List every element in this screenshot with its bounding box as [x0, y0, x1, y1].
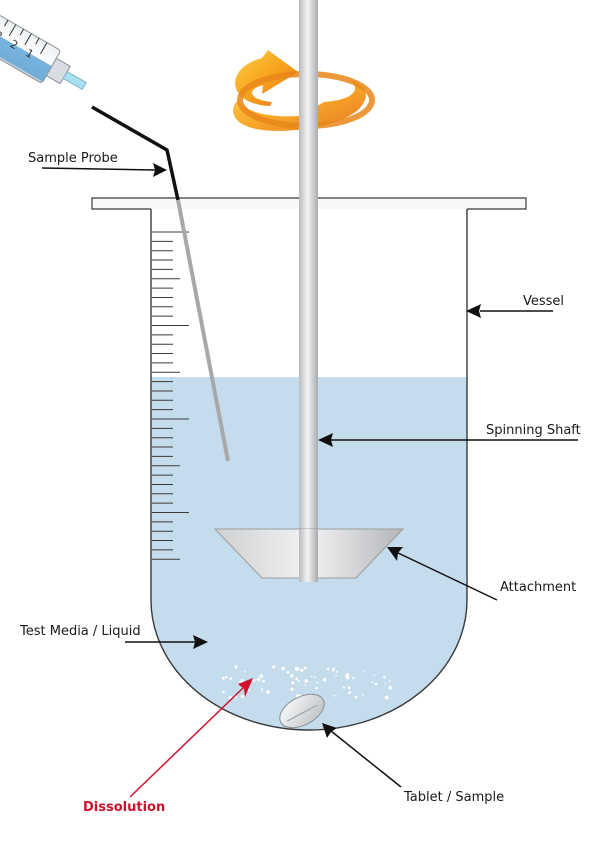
particle — [373, 674, 376, 676]
particle — [234, 696, 237, 699]
particle — [261, 690, 264, 693]
particle — [224, 675, 228, 679]
label-vessel: Vessel — [523, 294, 564, 309]
particle — [240, 695, 244, 699]
particle — [261, 687, 263, 690]
vessel-arrowhead — [466, 304, 481, 318]
label-test-media: Test Media / Liquid — [19, 624, 141, 639]
particle — [229, 677, 233, 680]
probe-tube — [91, 105, 180, 201]
particle — [354, 695, 358, 699]
particle — [326, 667, 330, 671]
particle — [257, 677, 261, 681]
particle — [342, 686, 345, 689]
sample-probe — [91, 105, 230, 462]
particle — [297, 679, 300, 682]
particle — [371, 680, 374, 684]
particle — [333, 694, 336, 697]
particle — [362, 670, 364, 673]
probe-tube-inside — [176, 199, 230, 462]
particle — [221, 676, 225, 680]
particle — [322, 678, 327, 682]
label-sample-probe: Sample Probe — [28, 151, 118, 166]
label-tablet: Tablet / Sample — [403, 790, 504, 805]
particle — [281, 666, 285, 671]
particle — [314, 676, 316, 679]
particle — [345, 675, 350, 680]
test-media-arrowhead — [193, 635, 208, 649]
particle — [222, 690, 225, 693]
spinning-shaft — [299, 0, 318, 582]
particle — [388, 680, 391, 683]
particle — [374, 682, 378, 686]
label-dissolution: Dissolution — [83, 800, 165, 815]
particle — [259, 674, 263, 678]
particle — [384, 695, 389, 700]
syringe-mark-3: 3 — [0, 28, 5, 43]
particle — [234, 665, 238, 669]
spinning-shaft-arrowhead — [318, 433, 333, 447]
particle — [332, 667, 336, 670]
label-spinning-shaft: Spinning Shaft — [486, 423, 581, 438]
dissolution-arrowhead — [238, 678, 253, 697]
tablet-arrowhead — [322, 723, 337, 738]
particle — [294, 666, 299, 671]
sample-probe-leader — [41, 167, 156, 171]
leader-arrows — [41, 167, 578, 798]
dissolution-leader — [129, 687, 244, 798]
sample-probe-arrowhead — [153, 163, 167, 177]
tablet-leader — [330, 730, 402, 788]
particle — [299, 668, 304, 673]
particle — [291, 681, 295, 685]
particle — [303, 667, 307, 670]
graduation-scale — [152, 231, 189, 560]
particle — [347, 686, 351, 690]
particle — [316, 681, 319, 684]
particle — [295, 677, 299, 681]
particle — [235, 667, 238, 670]
particle — [332, 669, 334, 672]
label-attachment: Attachment — [500, 580, 576, 595]
particle — [384, 682, 386, 685]
particle — [290, 687, 294, 691]
tablet-icon — [279, 693, 325, 729]
particle — [383, 675, 386, 679]
particle — [336, 670, 339, 673]
particle — [290, 673, 294, 678]
syringe-icon: 3 2 1 — [0, 11, 87, 91]
particle — [272, 665, 276, 669]
particle — [304, 684, 307, 686]
particle — [335, 674, 338, 677]
vessel-body — [150, 209, 468, 731]
particle — [252, 678, 256, 682]
particle — [304, 679, 309, 683]
particle — [315, 686, 318, 690]
particle — [310, 675, 313, 678]
particle — [244, 670, 246, 673]
particle — [362, 693, 365, 696]
particle — [348, 691, 351, 694]
particle — [266, 690, 270, 694]
particle — [352, 676, 355, 680]
particle — [262, 679, 265, 683]
attachment-arrowhead — [387, 547, 403, 561]
particle — [286, 670, 290, 674]
attachment-leader — [395, 551, 498, 601]
particle — [389, 687, 392, 690]
